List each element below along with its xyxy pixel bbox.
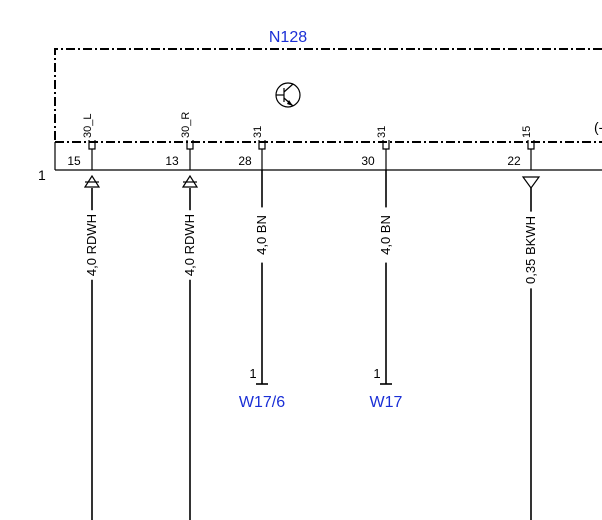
pin-signal-label: 31 bbox=[376, 126, 388, 138]
connector-number: 1 bbox=[38, 167, 46, 183]
pin-signal-label: 31 bbox=[252, 126, 264, 138]
pin-number: 22 bbox=[507, 154, 521, 168]
transistor-icon bbox=[275, 82, 301, 108]
terminal-label: W17 bbox=[370, 394, 403, 411]
pin-group-13: 30_R 13 4,0 RDWH bbox=[165, 112, 199, 520]
pin-number: 13 bbox=[165, 154, 179, 168]
terminal-pin: 1 bbox=[249, 366, 256, 381]
wire-label: 4,0 BN bbox=[378, 215, 393, 255]
pin-signal-label: 15 bbox=[521, 126, 533, 138]
terminal-pin: 1 bbox=[373, 366, 380, 381]
wire-label: 4,0 RDWH bbox=[84, 214, 99, 276]
pin-number: 30 bbox=[361, 154, 375, 168]
arrow-down-icon bbox=[521, 176, 541, 190]
component-name: N128 bbox=[269, 29, 307, 46]
pin-number: 28 bbox=[238, 154, 252, 168]
wire-label: 4,0 RDWH bbox=[182, 214, 197, 276]
pins-layer: 30_L 15 4,0 RDWH 30_R 13 4,0 RDWH 31 28 4,0 BN 1W… bbox=[67, 112, 541, 520]
pin-group-15: 30_L 15 4,0 RDWH bbox=[67, 114, 101, 520]
wire-label: 0,35 BKWH bbox=[523, 216, 538, 284]
component-boundary bbox=[54, 48, 602, 142]
wire-label: 4,0 BN bbox=[254, 215, 269, 255]
pin-signal-label: 30_L bbox=[82, 114, 94, 138]
partial-label: (- bbox=[594, 119, 602, 135]
pin-number: 15 bbox=[67, 154, 81, 168]
pin-signal-label: 30_R bbox=[180, 112, 192, 138]
terminal-label: W17/6 bbox=[239, 394, 285, 411]
pin-group-22: 15 22 0,35 BKWH bbox=[507, 126, 541, 520]
